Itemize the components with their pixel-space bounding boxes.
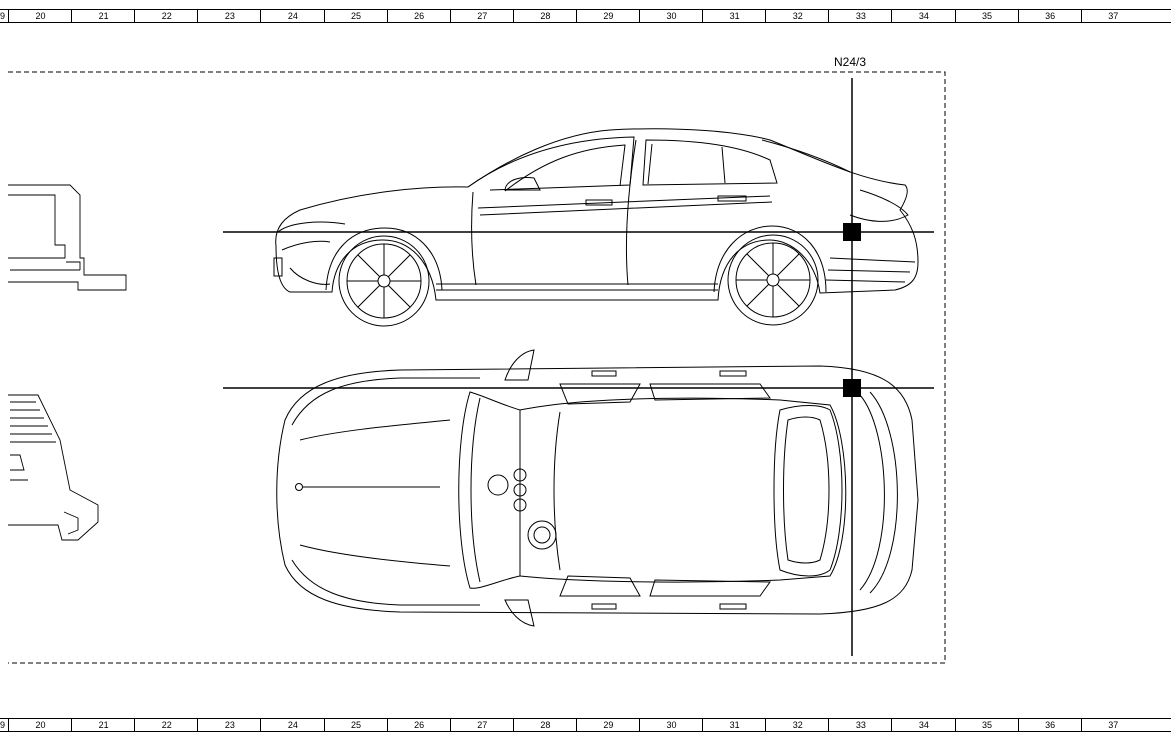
ruler-column-label: 31 [702,719,766,731]
ruler-column-label: 34 [891,719,955,731]
ruler-column-label: 25 [323,10,388,22]
ruler-column-label: 23 [197,10,261,22]
ruler-column-label: 31 [702,10,766,22]
ruler-column-label: 26 [386,719,451,731]
ruler-column-label: 30 [639,719,703,731]
component-marker-side [843,223,861,241]
ruler-column-label: 32 [765,10,829,22]
ruler-column-label: 20 [8,719,72,731]
ruler-column-label: 27 [449,10,514,22]
ruler-column-label: 36 [1017,10,1082,22]
ruler-column-label: 9 [0,11,6,21]
ruler-column-label: 22 [134,10,198,22]
ruler-column-label: 28 [512,10,577,22]
component-boundary-frame [8,71,946,664]
ruler-column-label: 23 [197,719,261,731]
ruler-column-label: 27 [449,719,514,731]
ruler-column-label: 20 [8,10,72,22]
ruler-column-label: 28 [512,719,577,731]
component-marker-top [843,379,861,397]
car-top-view [276,349,919,627]
component-label: N24/3 [834,55,867,69]
ruler-column-label: 21 [71,10,135,22]
ruler-column-label: 36 [1017,719,1082,731]
ruler-column-label: 33 [828,10,892,22]
ruler-column-label: 37 [1080,10,1145,22]
ruler-column-label: 24 [260,10,324,22]
ruler-column-label: 21 [71,719,135,731]
ruler-column-label: 37 [1080,719,1145,731]
control-unit-top-view [8,394,99,541]
ruler-column-label: 34 [891,10,955,22]
ruler-column-label: 29 [575,10,640,22]
ruler-column-label: 26 [386,10,451,22]
car-side-view [273,128,919,327]
ruler-column-label: 29 [575,719,640,731]
ruler-column-label: 24 [260,719,324,731]
ruler-column-label: 25 [323,719,388,731]
ruler-column-label: 30 [639,10,703,22]
ruler-column-label: 9 [0,720,6,730]
ruler-column-label: 22 [134,719,198,731]
ruler-column-label: 35 [954,10,1019,22]
ruler-column-label: 32 [765,719,829,731]
ruler-column-label: 33 [828,719,892,731]
ruler-column-label: 35 [954,719,1019,731]
control-unit-side-view [8,184,127,291]
location-reference-lines [223,78,934,656]
